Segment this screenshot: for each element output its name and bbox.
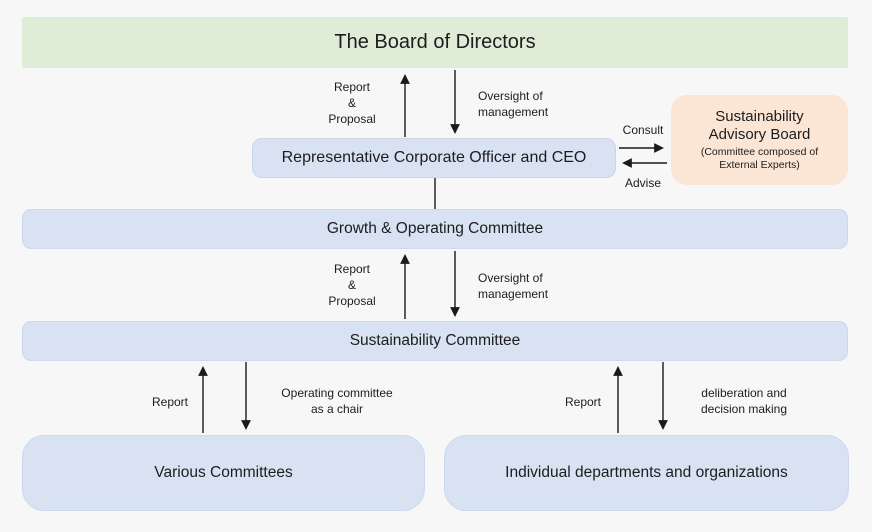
various-committees-label: Various Committees [154,464,293,481]
edge-label-advise: Advise [624,176,662,190]
ceo-label: Representative Corporate Officer and CEO [281,149,587,166]
edge-label-consult: Consult [622,123,664,137]
board-of-directors-box: The Board of Directors [22,17,848,68]
edge-label-deliberation: deliberation and decision making [700,386,788,416]
edge-label-report-proposal-top: Report & Proposal [328,80,376,126]
growth-operating-committee-box: Growth & Operating Committee [22,209,848,249]
edge-label-report-right: Report [564,395,602,409]
sustainability-committee-label: Sustainability Committee [349,332,521,349]
edge-label-report-left: Report [151,395,189,409]
edge-label-operating-chair: Operating committee as a chair [281,386,393,416]
edge-label-oversight-mid: Oversight of management [478,271,549,301]
individual-departments-label: Individual departments and organizations [505,464,788,481]
edge-label-oversight-top: Oversight of management [478,89,549,119]
individual-departments-box: Individual departments and organizations [444,435,849,511]
growth-operating-committee-label: Growth & Operating Committee [326,220,544,237]
sustainability-advisory-board-box: Sustainability Advisory Board (Committee… [671,95,848,185]
advisory-board-subtitle: (Committee composed of External Experts) [700,146,819,171]
ceo-box: Representative Corporate Officer and CEO [252,138,616,178]
edge-label-report-proposal-mid: Report & Proposal [328,262,376,308]
board-of-directors-label: The Board of Directors [334,31,536,53]
various-committees-box: Various Committees [22,435,425,511]
sustainability-committee-box: Sustainability Committee [22,321,848,361]
advisory-board-title: Sustainability Advisory Board [708,108,811,143]
